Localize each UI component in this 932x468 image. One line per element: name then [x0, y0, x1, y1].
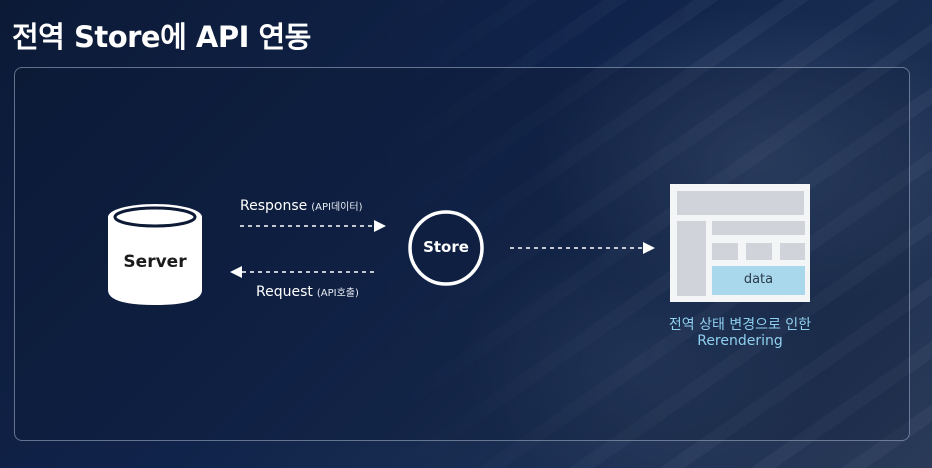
- rerender-caption-line2: Rerendering: [697, 333, 783, 349]
- webpage-wireframe-icon: [670, 184, 810, 302]
- rerender-caption-line1: 전역 상태 변경으로 인한: [668, 317, 812, 333]
- request-text: Request: [256, 284, 313, 300]
- server-label: Server: [123, 252, 187, 272]
- server-database-icon: [108, 204, 202, 305]
- response-arrow: [240, 220, 386, 232]
- request-sub-text: (API호출): [316, 288, 359, 299]
- page-title: 전역 Store에 API 연동: [12, 20, 311, 54]
- request-label: Request(API호출): [256, 284, 359, 300]
- request-arrow: [230, 266, 375, 278]
- store-node: [408, 210, 484, 286]
- store-label: Store: [423, 238, 469, 256]
- response-text: Response: [240, 198, 308, 214]
- response-label: Response(API데이터): [240, 198, 362, 214]
- data-block-label: data: [743, 272, 774, 287]
- response-sub-text: (API데이터): [311, 202, 363, 213]
- store-to-page-arrow: [510, 242, 655, 254]
